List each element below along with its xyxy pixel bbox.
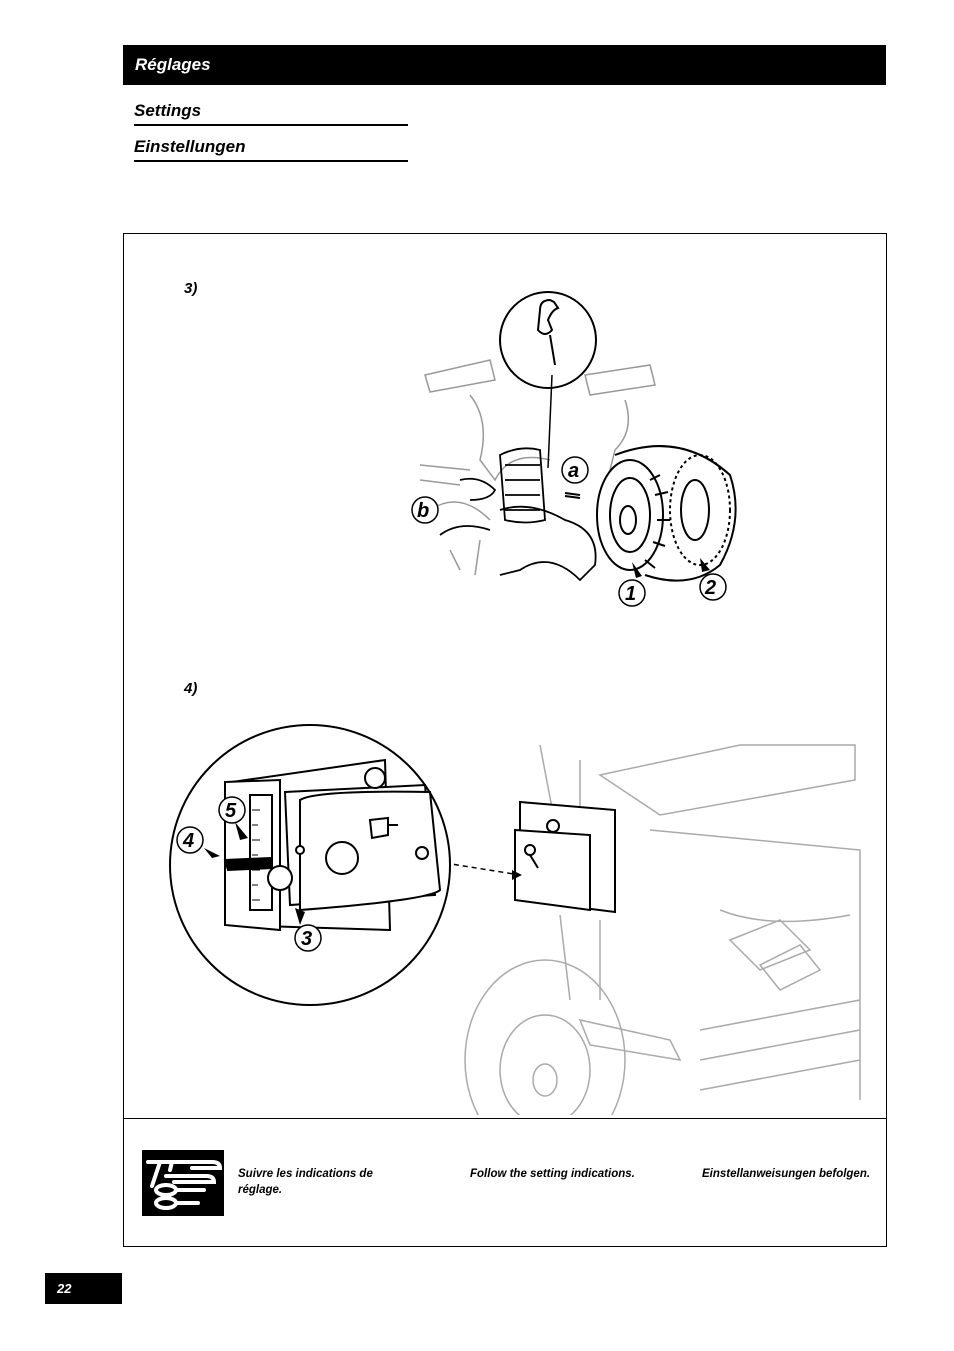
sprocket-wheel [596,459,664,571]
callout-5: 5 [225,800,237,822]
instruction-text-fr: Suivre les indications de réglage. [238,1168,373,1196]
frame-divider [123,1118,887,1119]
callout-2: 2 [704,577,716,599]
page-number: 22 [57,1281,72,1296]
illustration-chain-wheel: a b 1 2 [411,291,737,607]
figure-frame [123,233,887,1247]
subheading-einstellungen: Einstellungen [134,137,408,162]
callout-3: 3 [301,928,312,950]
step-3-label: 3) [184,280,198,297]
detail-magnifier-circle [499,291,597,389]
callout-1: 1 [625,583,636,605]
illustration-setting-box: 5 4 3 [169,724,861,1115]
lynch-pin-icon [536,298,560,366]
gear-dial [669,454,731,566]
section-header-bar: Réglages [123,45,886,85]
section-title: Réglages [135,55,211,74]
instruction-text-de: Einstellanweisungen befolgen. [702,1168,871,1180]
instruction-text-en: Follow the setting indications. [470,1168,635,1180]
setting-lever [223,856,274,872]
callout-4: 4 [182,830,194,852]
settings-instruction-icon [142,1150,224,1216]
page-number-box: 22 [45,1273,122,1304]
subheading-settings: Settings [134,101,408,126]
callout-a: a [568,460,579,482]
step-4-label: 4) [184,680,198,697]
callout-b: b [417,500,429,522]
